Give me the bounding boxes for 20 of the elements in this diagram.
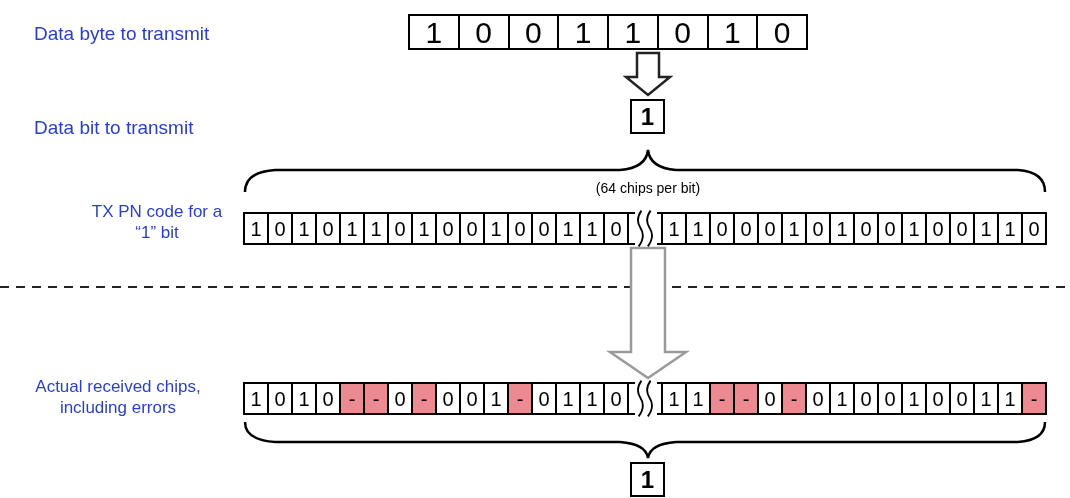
byte-register: [408, 14, 808, 50]
chip-sequence: [243, 382, 1047, 415]
chip-sequence: [243, 212, 1047, 245]
row-label: TX PN code for a “1” bit: [90, 201, 224, 244]
error-chip-cell: -: [783, 384, 807, 413]
error-chip-cell: -: [341, 384, 365, 413]
chip-count-label: (64 chips per bit): [594, 180, 702, 198]
error-chip-cell: -: [1023, 384, 1047, 413]
block-arrow: [622, 51, 674, 97]
row-label: Actual received chips, including errors: [34, 376, 202, 419]
error-chip-cell: -: [711, 384, 735, 413]
row-label: Data byte to transmit: [34, 22, 210, 46]
error-chip-cell: -: [365, 384, 389, 413]
error-chip-cell: -: [413, 384, 437, 413]
bit-box: 1: [630, 462, 665, 497]
row-label: Data bit to transmit: [34, 116, 194, 140]
block-arrow: [605, 246, 691, 380]
error-chip-cell: -: [735, 384, 759, 413]
bit-box: 1: [630, 99, 665, 134]
error-chip-cell: -: [509, 384, 533, 413]
